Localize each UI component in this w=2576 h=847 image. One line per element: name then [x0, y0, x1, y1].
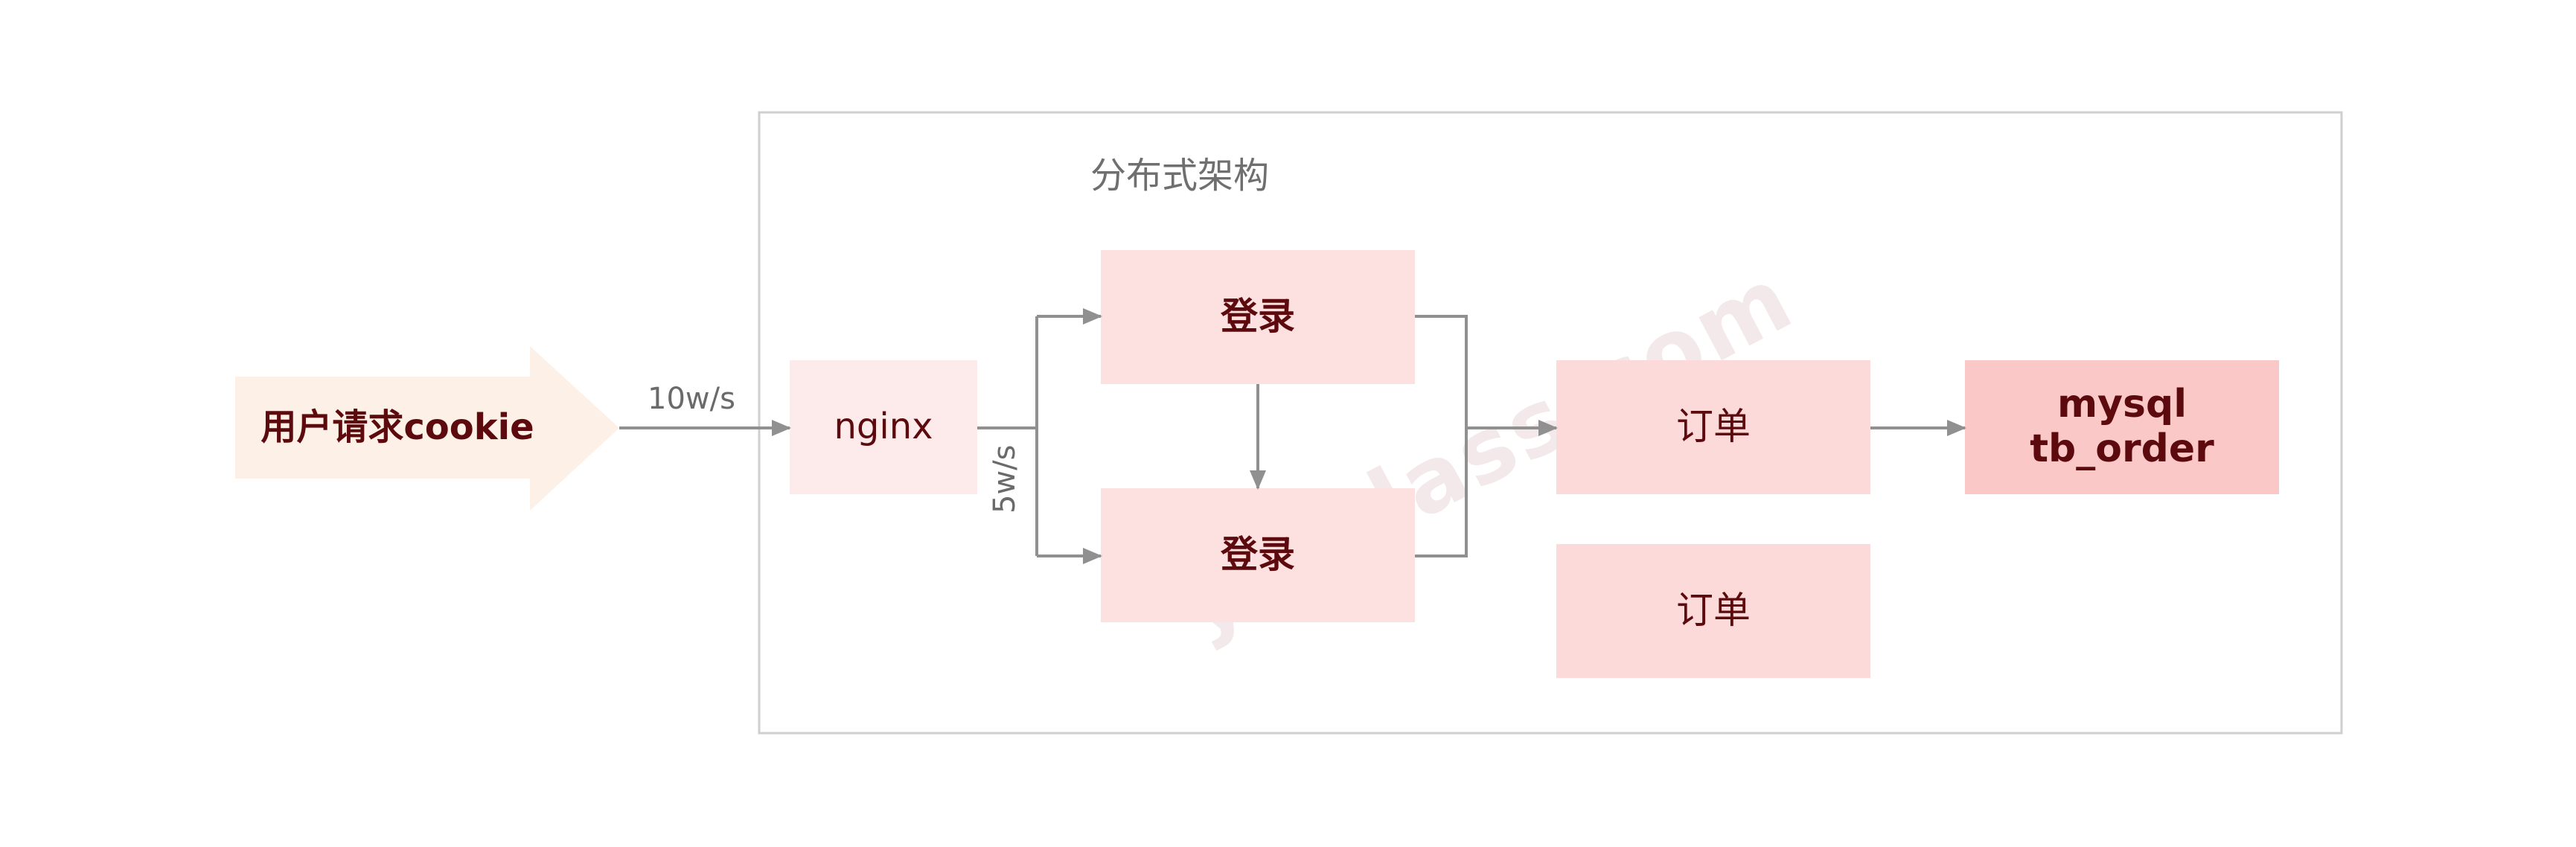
- nginx-box: [790, 360, 977, 494]
- login-box-bottom: [1101, 488, 1415, 622]
- order-top-label: 订单: [1676, 405, 1751, 449]
- order-box-top: [1556, 360, 1870, 494]
- connector-logins-merge: [1415, 315, 1468, 557]
- connector-nginx-split: [977, 316, 1038, 556]
- login-box-top: [1101, 250, 1415, 384]
- mysql-line-1: mysql: [2056, 382, 2187, 427]
- distributed-architecture-frame: [758, 111, 2343, 735]
- mysql-line-2: tb_order: [2030, 426, 2214, 471]
- login-top-label: 登录: [1221, 295, 1295, 339]
- diagram-title: 分布式架构: [1090, 155, 1269, 196]
- mysql-box: [1965, 360, 2279, 494]
- user-request-label: 用户请求cookie: [261, 406, 534, 448]
- rate-in-label: 10w/s: [648, 382, 735, 416]
- login-bottom-label: 登录: [1221, 533, 1295, 577]
- order-box-bottom: [1556, 544, 1870, 678]
- rate-split-label: 5w/s: [988, 444, 1022, 514]
- order-bottom-label: 订单: [1676, 589, 1751, 633]
- nginx-label: nginx: [834, 406, 933, 448]
- user-request-arrow: [235, 346, 619, 511]
- mysql-label: mysql tb_order: [1965, 360, 2279, 494]
